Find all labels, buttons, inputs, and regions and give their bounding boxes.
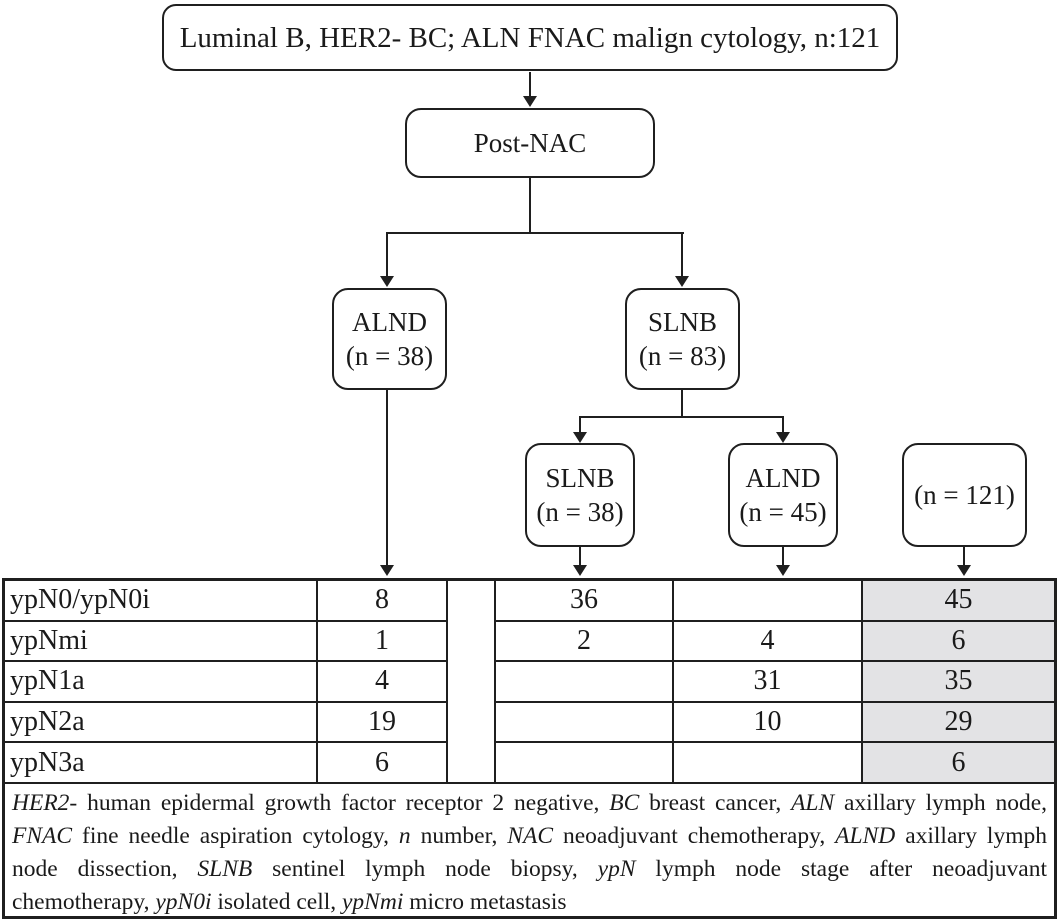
connector-postnac-stem (529, 178, 531, 234)
connector-total-table (963, 547, 965, 567)
node-root: Luminal B, HER2- BC; ALN FNAC malign cyt… (162, 4, 898, 71)
abbreviations-footnote: HER2- human epidermal growth factor rece… (5, 784, 1054, 919)
table-row-label: ypN0/ypN0i (5, 581, 318, 622)
table-cell: 10 (674, 702, 863, 744)
arrowhead-to-alnd45 (776, 432, 790, 443)
connector-to-alnd45 (782, 416, 784, 434)
node-alnd-45: ALND (n = 45) (728, 443, 838, 547)
node-slnb-83-count: (n = 83) (638, 341, 727, 371)
node-root-label: Luminal B, HER2- BC; ALN FNAC malign cyt… (179, 21, 881, 54)
node-total-121-label: (n = 121) (914, 480, 1015, 510)
node-post-nac: Post-NAC (405, 108, 655, 178)
table-cell: 4 (674, 621, 863, 663)
connector-alnd45-table (782, 547, 784, 567)
connector-root-postnac (529, 72, 531, 97)
arrowhead-total-table (957, 565, 971, 576)
table-cell (496, 743, 674, 784)
arrowhead-to-alnd38 (380, 276, 394, 287)
node-total-121: (n = 121) (902, 443, 1027, 547)
table-row-label: ypN2a (5, 702, 318, 744)
connector-slnb83-stem (681, 390, 683, 418)
node-post-nac-label: Post-NAC (473, 128, 587, 158)
table-cell: 19 (318, 702, 448, 744)
node-slnb-38-title: SLNB (545, 463, 615, 493)
table-row-label: ypN1a (5, 662, 318, 703)
arrowhead-to-slnb83 (675, 276, 689, 287)
footnote-line: node dissection, SLNB sentinel lymph nod… (12, 855, 1047, 882)
table-cell: 29 (863, 702, 1054, 744)
connector-to-slnb83 (681, 232, 683, 277)
footnote-line: chemotherapy, ypN0i isolated cell, ypNmi… (12, 888, 567, 915)
arrowhead-root-postnac (523, 96, 537, 107)
table-cell (496, 662, 674, 703)
table-row-label: ypN3a (5, 743, 318, 784)
table-cell: 45 (863, 581, 1054, 622)
connector-to-alnd38 (386, 232, 388, 277)
table-cell (674, 581, 863, 622)
connector-slnb38-table (579, 547, 581, 567)
table-cell: 6 (863, 743, 1054, 784)
table-row-label: ypNmi (5, 621, 318, 663)
connector-alnd38-table (386, 390, 388, 566)
table-cell: 4 (318, 662, 448, 703)
node-slnb-83-title: SLNB (647, 307, 718, 337)
node-slnb-38-count: (n = 38) (536, 497, 624, 527)
node-alnd-38-title: ALND (352, 307, 427, 337)
connector-to-slnb38 (579, 416, 581, 434)
table-cell: 31 (674, 662, 863, 703)
node-alnd-38-count: (n = 38) (345, 341, 434, 371)
table-cell: 1 (318, 621, 448, 663)
arrowhead-alnd38-table (380, 565, 394, 576)
table-cell: 6 (863, 621, 1054, 663)
node-alnd-38: ALND (n = 38) (332, 288, 447, 390)
footnote-line: FNAC fine needle aspiration cytology, n … (12, 822, 1047, 849)
node-alnd-45-count: (n = 45) (739, 497, 827, 527)
arrowhead-to-slnb38 (573, 432, 587, 443)
connector-postnac-branch (387, 232, 684, 234)
arrowhead-slnb38-table (573, 565, 587, 576)
table-cell (496, 702, 674, 744)
table-spacer-column (448, 581, 496, 784)
table-cell (674, 743, 863, 784)
node-slnb-38: SLNB (n = 38) (525, 443, 635, 547)
node-alnd-45-title: ALND (745, 463, 821, 493)
table-cell: 35 (863, 662, 1054, 703)
table-cell: 8 (318, 581, 448, 622)
table-cell: 36 (496, 581, 674, 622)
node-slnb-83: SLNB (n = 83) (625, 288, 740, 390)
table-cell: 2 (496, 621, 674, 663)
table-cell: 6 (318, 743, 448, 784)
arrowhead-alnd45-table (776, 565, 790, 576)
connector-slnb83-branch (580, 416, 784, 418)
footnote-line: HER2- human epidermal growth factor rece… (12, 789, 1047, 816)
